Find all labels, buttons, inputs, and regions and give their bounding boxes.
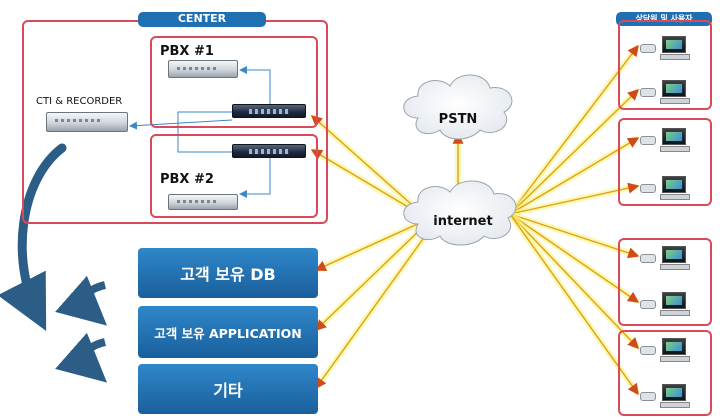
workstation — [640, 384, 692, 410]
monitor-icon — [662, 36, 686, 53]
phone-icon — [640, 346, 656, 355]
workstation — [640, 128, 692, 154]
yellow-links — [310, 44, 641, 396]
link-workstation — [509, 182, 640, 215]
keyboard-icon — [660, 146, 690, 152]
keyboard-icon — [660, 54, 690, 60]
link-workstation — [509, 89, 640, 215]
workstation — [640, 80, 692, 106]
user-group-2 — [618, 118, 712, 206]
phone-icon — [640, 136, 656, 145]
internet-cloud — [403, 180, 517, 246]
switch-2 — [232, 144, 306, 158]
cti-recorder-server — [46, 112, 128, 132]
link-workstation — [509, 137, 640, 215]
monitor-icon — [662, 384, 686, 401]
phone-icon — [640, 392, 656, 401]
users-tab: 상담원 및 사용자 — [616, 12, 712, 26]
center-tab: CENTER — [138, 12, 266, 27]
pbx2-frame — [150, 134, 318, 218]
cti-label: CTI & RECORDER — [36, 96, 123, 107]
monitor-icon — [662, 292, 686, 309]
link-workstation — [509, 213, 640, 303]
link-other — [315, 231, 429, 390]
cti-link — [129, 119, 233, 130]
phone-icon — [640, 44, 656, 53]
keyboard-icon — [660, 356, 690, 362]
pstn-cloud — [403, 74, 513, 140]
pbx1-server — [168, 60, 238, 78]
other-button[interactable]: 기타 — [138, 364, 318, 414]
keyboard-icon — [660, 194, 690, 200]
phone-icon — [640, 88, 656, 97]
keyboard-icon — [660, 98, 690, 104]
internet-label: internet — [433, 214, 493, 229]
monitor-icon — [662, 80, 686, 97]
customer-application-button[interactable]: 고객 보유 APPLICATION — [138, 306, 318, 358]
switch-1 — [232, 104, 306, 118]
workstation — [640, 246, 692, 272]
switch-interlink — [177, 111, 232, 153]
app-to-other-arrow — [55, 332, 107, 383]
pstn-label: PSTN — [438, 112, 478, 127]
workstation — [640, 36, 692, 62]
workstation — [640, 292, 692, 318]
db-to-app-arrow — [55, 275, 107, 326]
monitor-icon — [662, 246, 686, 263]
customer-db-button[interactable]: 고객 보유 DB — [138, 248, 318, 298]
user-group-1 — [618, 20, 712, 110]
phone-icon — [640, 254, 656, 263]
phone-icon — [640, 300, 656, 309]
pbx1-label: PBX #1 — [160, 44, 214, 59]
pbx2-server — [168, 194, 238, 210]
user-group-3 — [618, 238, 712, 326]
monitor-icon — [662, 128, 686, 145]
link-workstation — [509, 213, 640, 259]
link-db — [314, 221, 423, 272]
keyboard-icon — [660, 402, 690, 408]
pbx1-frame — [150, 36, 318, 128]
link-application — [314, 225, 425, 331]
link-switch-1 — [310, 115, 421, 213]
link-switch-2 — [310, 149, 421, 215]
phone-icon — [640, 184, 656, 193]
link-workstation — [509, 44, 639, 215]
pbx2-label: PBX #2 — [160, 172, 214, 187]
user-group-4 — [618, 330, 712, 416]
monitor-icon — [662, 338, 686, 355]
keyboard-icon — [660, 310, 690, 316]
link-workstation — [509, 213, 639, 396]
workstation — [640, 338, 692, 364]
workstation — [640, 176, 692, 202]
monitor-icon — [662, 176, 686, 193]
keyboard-icon — [660, 264, 690, 270]
link-workstation — [509, 213, 639, 350]
